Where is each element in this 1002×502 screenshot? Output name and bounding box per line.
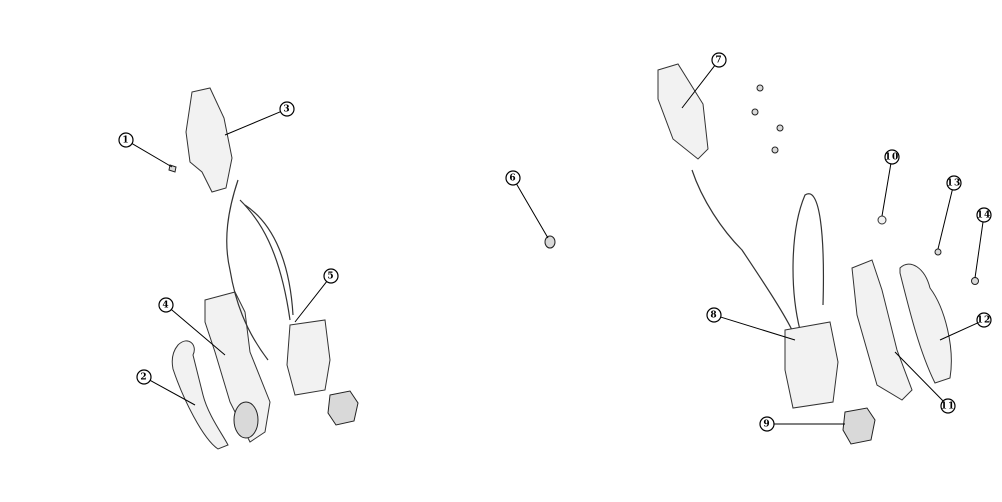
outside-handle-part-2 [171,340,229,450]
callout-circle [279,101,295,117]
callout-circle [323,268,339,284]
callout-circle [940,398,956,414]
callout-label: 6 [509,174,516,184]
callout-circle [136,369,152,385]
callout-label: 9 [763,420,770,430]
callout-13: 13 [937,175,962,250]
handle-bracket-part-4 [204,291,271,443]
callout-circle [884,149,900,165]
grommet-part-6 [544,235,556,249]
inside-handle-module-part-3 [185,87,233,193]
striker-part [327,390,359,426]
callout-circle [118,132,134,148]
callout-11: 11 [894,351,956,414]
callout-label: 5 [327,272,334,282]
bolt-part-13 [934,248,942,256]
right-assembly [657,63,979,445]
callout-label: 13 [947,179,962,189]
callout-14: 14 [974,207,992,279]
callout-circle [706,307,722,323]
callout-3: 3 [224,101,295,136]
leader-line [224,111,281,136]
door-latch-part-5 [286,319,331,396]
cable-right-a [691,169,793,331]
callout-label: 8 [710,311,717,321]
callout-12: 12 [939,312,992,341]
striker-plate-part-9 [842,407,876,445]
callout-label: 1 [122,136,129,146]
callout-label: 2 [140,373,147,383]
leader-line [881,163,892,217]
callout-circle [946,175,962,191]
callout-circle [976,312,992,328]
leader-line [149,379,196,406]
inside-handle-part-7 [657,63,709,160]
leader-line [894,351,944,402]
callout-label: 14 [977,211,992,221]
callout-label: 4 [162,301,169,311]
callout-circle [711,52,727,68]
handle-cap [233,401,259,439]
callout-2: 2 [136,369,196,406]
callout-circle [505,170,521,186]
callout-label: 12 [977,316,992,326]
screws-group [751,84,784,154]
clip-part-10 [877,215,887,225]
callout-circle [158,297,174,313]
callout-label: 7 [715,56,722,66]
callout-circle [976,207,992,223]
callout-6: 6 [505,170,549,239]
outside-handle-part-12 [899,263,952,384]
callout-1: 1 [118,132,173,168]
callout-label: 10 [885,153,900,163]
cable-right-b [792,193,825,331]
leader-line [974,221,984,279]
leader-line [720,316,796,341]
callout-5: 5 [294,268,339,323]
leader-line [131,143,173,168]
leader-line [939,322,978,341]
leader-line [681,65,716,109]
leader-line [294,281,328,323]
callout-10: 10 [881,149,900,217]
handle-frame-part-11 [851,259,913,401]
leader-line [516,183,549,239]
left-assembly [168,87,359,450]
door-latch-part-8 [784,321,839,409]
callout-label: 11 [941,402,956,412]
leader-line [171,309,226,356]
callout-label: 3 [283,105,290,115]
cable-left-b [239,199,291,321]
leader-line [937,189,953,250]
callout-7: 7 [681,52,727,109]
cap-part-14 [971,277,979,285]
callout-8: 8 [706,307,796,341]
callout-circle [759,416,775,432]
callout-9: 9 [759,416,845,432]
cable-left-c [244,204,294,316]
cable-left-a [226,179,269,361]
callout-4: 4 [158,297,226,356]
